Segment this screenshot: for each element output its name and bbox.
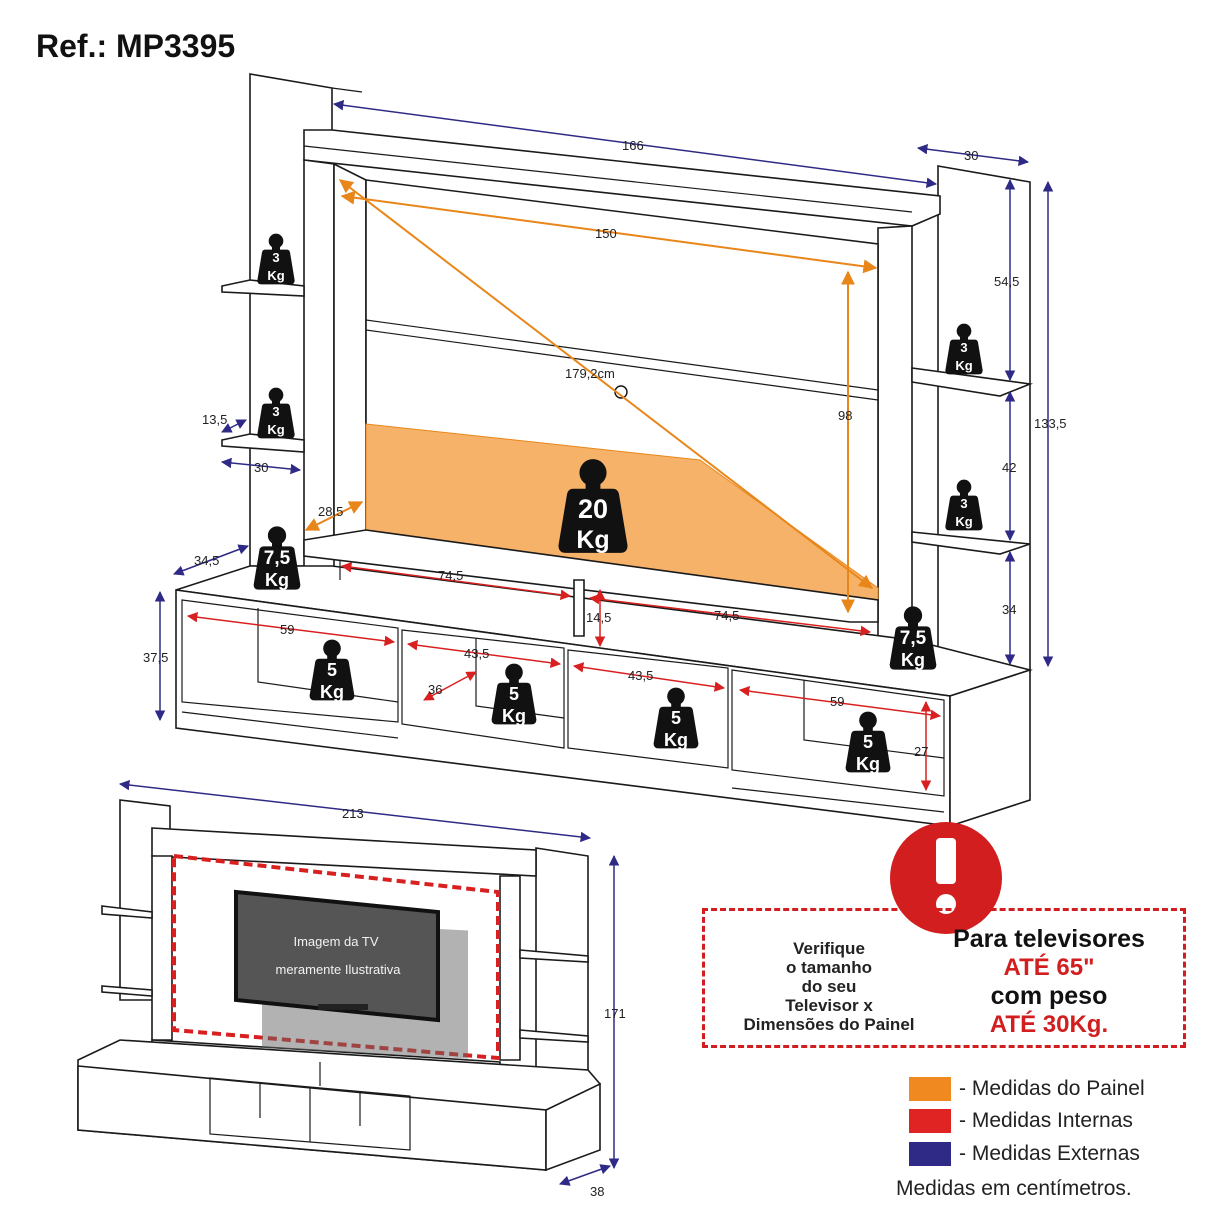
svg-text:7,5: 7,5 bbox=[900, 628, 927, 649]
dim-38: 38 bbox=[590, 1184, 604, 1199]
weight-icon-base-right: 7,5 Kg bbox=[889, 606, 937, 670]
dim-43-5-b: 43,5 bbox=[628, 668, 653, 683]
dim-171: 171 bbox=[604, 1006, 626, 1021]
svg-text:3: 3 bbox=[272, 404, 279, 419]
dim-34: 34 bbox=[1002, 602, 1016, 617]
weight-icon-niche-2: 5 Kg bbox=[491, 663, 537, 726]
svg-text:5: 5 bbox=[671, 708, 681, 728]
front-view: Imagem da TV meramente Ilustrativa 213 1… bbox=[77, 779, 626, 1199]
svg-text:Kg: Kg bbox=[901, 650, 925, 670]
dim-59-a: 59 bbox=[280, 622, 294, 637]
svg-text:3: 3 bbox=[272, 250, 279, 265]
svg-text:5: 5 bbox=[327, 660, 337, 680]
dim-150: 150 bbox=[595, 226, 617, 241]
legend-swatch-orange bbox=[909, 1077, 951, 1101]
svg-text:Kg: Kg bbox=[267, 268, 284, 283]
left-shelf-mid bbox=[221, 433, 305, 453]
dim-42: 42 bbox=[1002, 460, 1016, 475]
svg-text:Kg: Kg bbox=[267, 422, 284, 437]
exclamation-icon bbox=[890, 822, 1002, 934]
weight-icon-niche-3: 5 Kg bbox=[653, 687, 699, 750]
weight-icon-shelf-top-left: 3 Kg bbox=[257, 233, 295, 285]
weight-icon-shelf-top-right: 3 Kg bbox=[945, 323, 983, 375]
weight-icons: 3 Kg 3 Kg 3 Kg 3 Kg 20 Kg 7,5 Kg bbox=[253, 233, 983, 774]
right-back-panel bbox=[937, 165, 1031, 673]
dim-133-5: 133,5 bbox=[1034, 416, 1067, 431]
svg-text:Kg: Kg bbox=[265, 570, 289, 590]
legend-internal: - Medidas Internas bbox=[909, 1108, 1133, 1134]
svg-text:3: 3 bbox=[960, 496, 967, 511]
tv-image bbox=[234, 889, 440, 1023]
svg-text:5: 5 bbox=[863, 732, 873, 752]
dim-54-5: 54,5 bbox=[994, 274, 1019, 289]
tv-note-line-1: Imagem da TV bbox=[293, 934, 378, 949]
dim-30-top: 30 bbox=[964, 148, 978, 163]
weight-icon-niche-1: 5 Kg bbox=[309, 639, 355, 702]
weight-icon-shelf-mid-left: 3 Kg bbox=[257, 387, 295, 439]
dim-27: 27 bbox=[914, 744, 928, 759]
svg-text:Kg: Kg bbox=[955, 514, 972, 529]
dim-74-5-a: 74,5 bbox=[438, 568, 463, 583]
tv-note-line-2: meramente Ilustrativa bbox=[276, 962, 402, 977]
svg-text:Kg: Kg bbox=[502, 706, 526, 726]
right-shelf-mid bbox=[911, 531, 1031, 555]
right-column bbox=[877, 225, 913, 669]
warning-limit-text: Para televisores ATÉ 65" com peso ATÉ 30… bbox=[953, 925, 1145, 1038]
dim-43-5-a: 43,5 bbox=[464, 646, 489, 661]
warning-check-text: Verifique o tamanho do seu Televisor x D… bbox=[743, 939, 915, 1034]
right-shelf-top bbox=[911, 367, 1034, 397]
dim-166: 166 bbox=[622, 138, 644, 153]
svg-text:Kg: Kg bbox=[576, 526, 609, 554]
svg-text:20: 20 bbox=[578, 494, 608, 524]
dim-59-b: 59 bbox=[830, 694, 844, 709]
dim-36: 36 bbox=[428, 682, 442, 697]
svg-text:3: 3 bbox=[960, 340, 967, 355]
left-column bbox=[303, 159, 335, 591]
reference-code: Ref.: MP3395 bbox=[36, 28, 236, 64]
dim-13-5: 13,5 bbox=[202, 412, 227, 427]
svg-text:Kg: Kg bbox=[664, 730, 688, 750]
dim-34-5: 34,5 bbox=[194, 553, 219, 568]
dim-179-2: 179,2cm bbox=[565, 366, 615, 381]
weight-icon-panel: 20 Kg bbox=[558, 459, 628, 554]
legend-panel: - Medidas do Painel bbox=[909, 1076, 1145, 1102]
legend-external: - Medidas Externas bbox=[909, 1141, 1140, 1167]
dim-30-left: 30 bbox=[254, 460, 268, 475]
warning-box: Verifique o tamanho do seu Televisor x D… bbox=[702, 908, 1186, 1048]
svg-text:5: 5 bbox=[509, 684, 519, 704]
legend-swatch-purple bbox=[909, 1142, 951, 1166]
internal-area-outline bbox=[172, 853, 500, 1061]
dim-37-5: 37,5 bbox=[143, 650, 168, 665]
dim-74-5-b: 74,5 bbox=[714, 608, 739, 623]
weight-icon-shelf-mid-right: 3 Kg bbox=[945, 479, 983, 531]
svg-text:Kg: Kg bbox=[955, 358, 972, 373]
main-unit bbox=[175, 73, 1034, 828]
weight-icon-niche-4: 5 Kg bbox=[845, 711, 891, 774]
dim-213: 213 bbox=[342, 806, 364, 821]
svg-text:Kg: Kg bbox=[320, 682, 344, 702]
weight-icon-base-left: 7,5 Kg bbox=[253, 526, 301, 590]
dimensions: 166 30 150 179,2cm 98 54,5 42 34 133,5 1… bbox=[143, 100, 1067, 792]
units-note: Medidas em centímetros. bbox=[896, 1177, 1132, 1200]
svg-text:7,5: 7,5 bbox=[264, 548, 291, 569]
dim-98: 98 bbox=[838, 408, 852, 423]
legend-swatch-red bbox=[909, 1109, 951, 1133]
svg-text:Kg: Kg bbox=[856, 754, 880, 774]
base-side bbox=[949, 668, 1031, 828]
dim-28-5: 28,5 bbox=[318, 504, 343, 519]
dim-14-5: 14,5 bbox=[586, 610, 611, 625]
